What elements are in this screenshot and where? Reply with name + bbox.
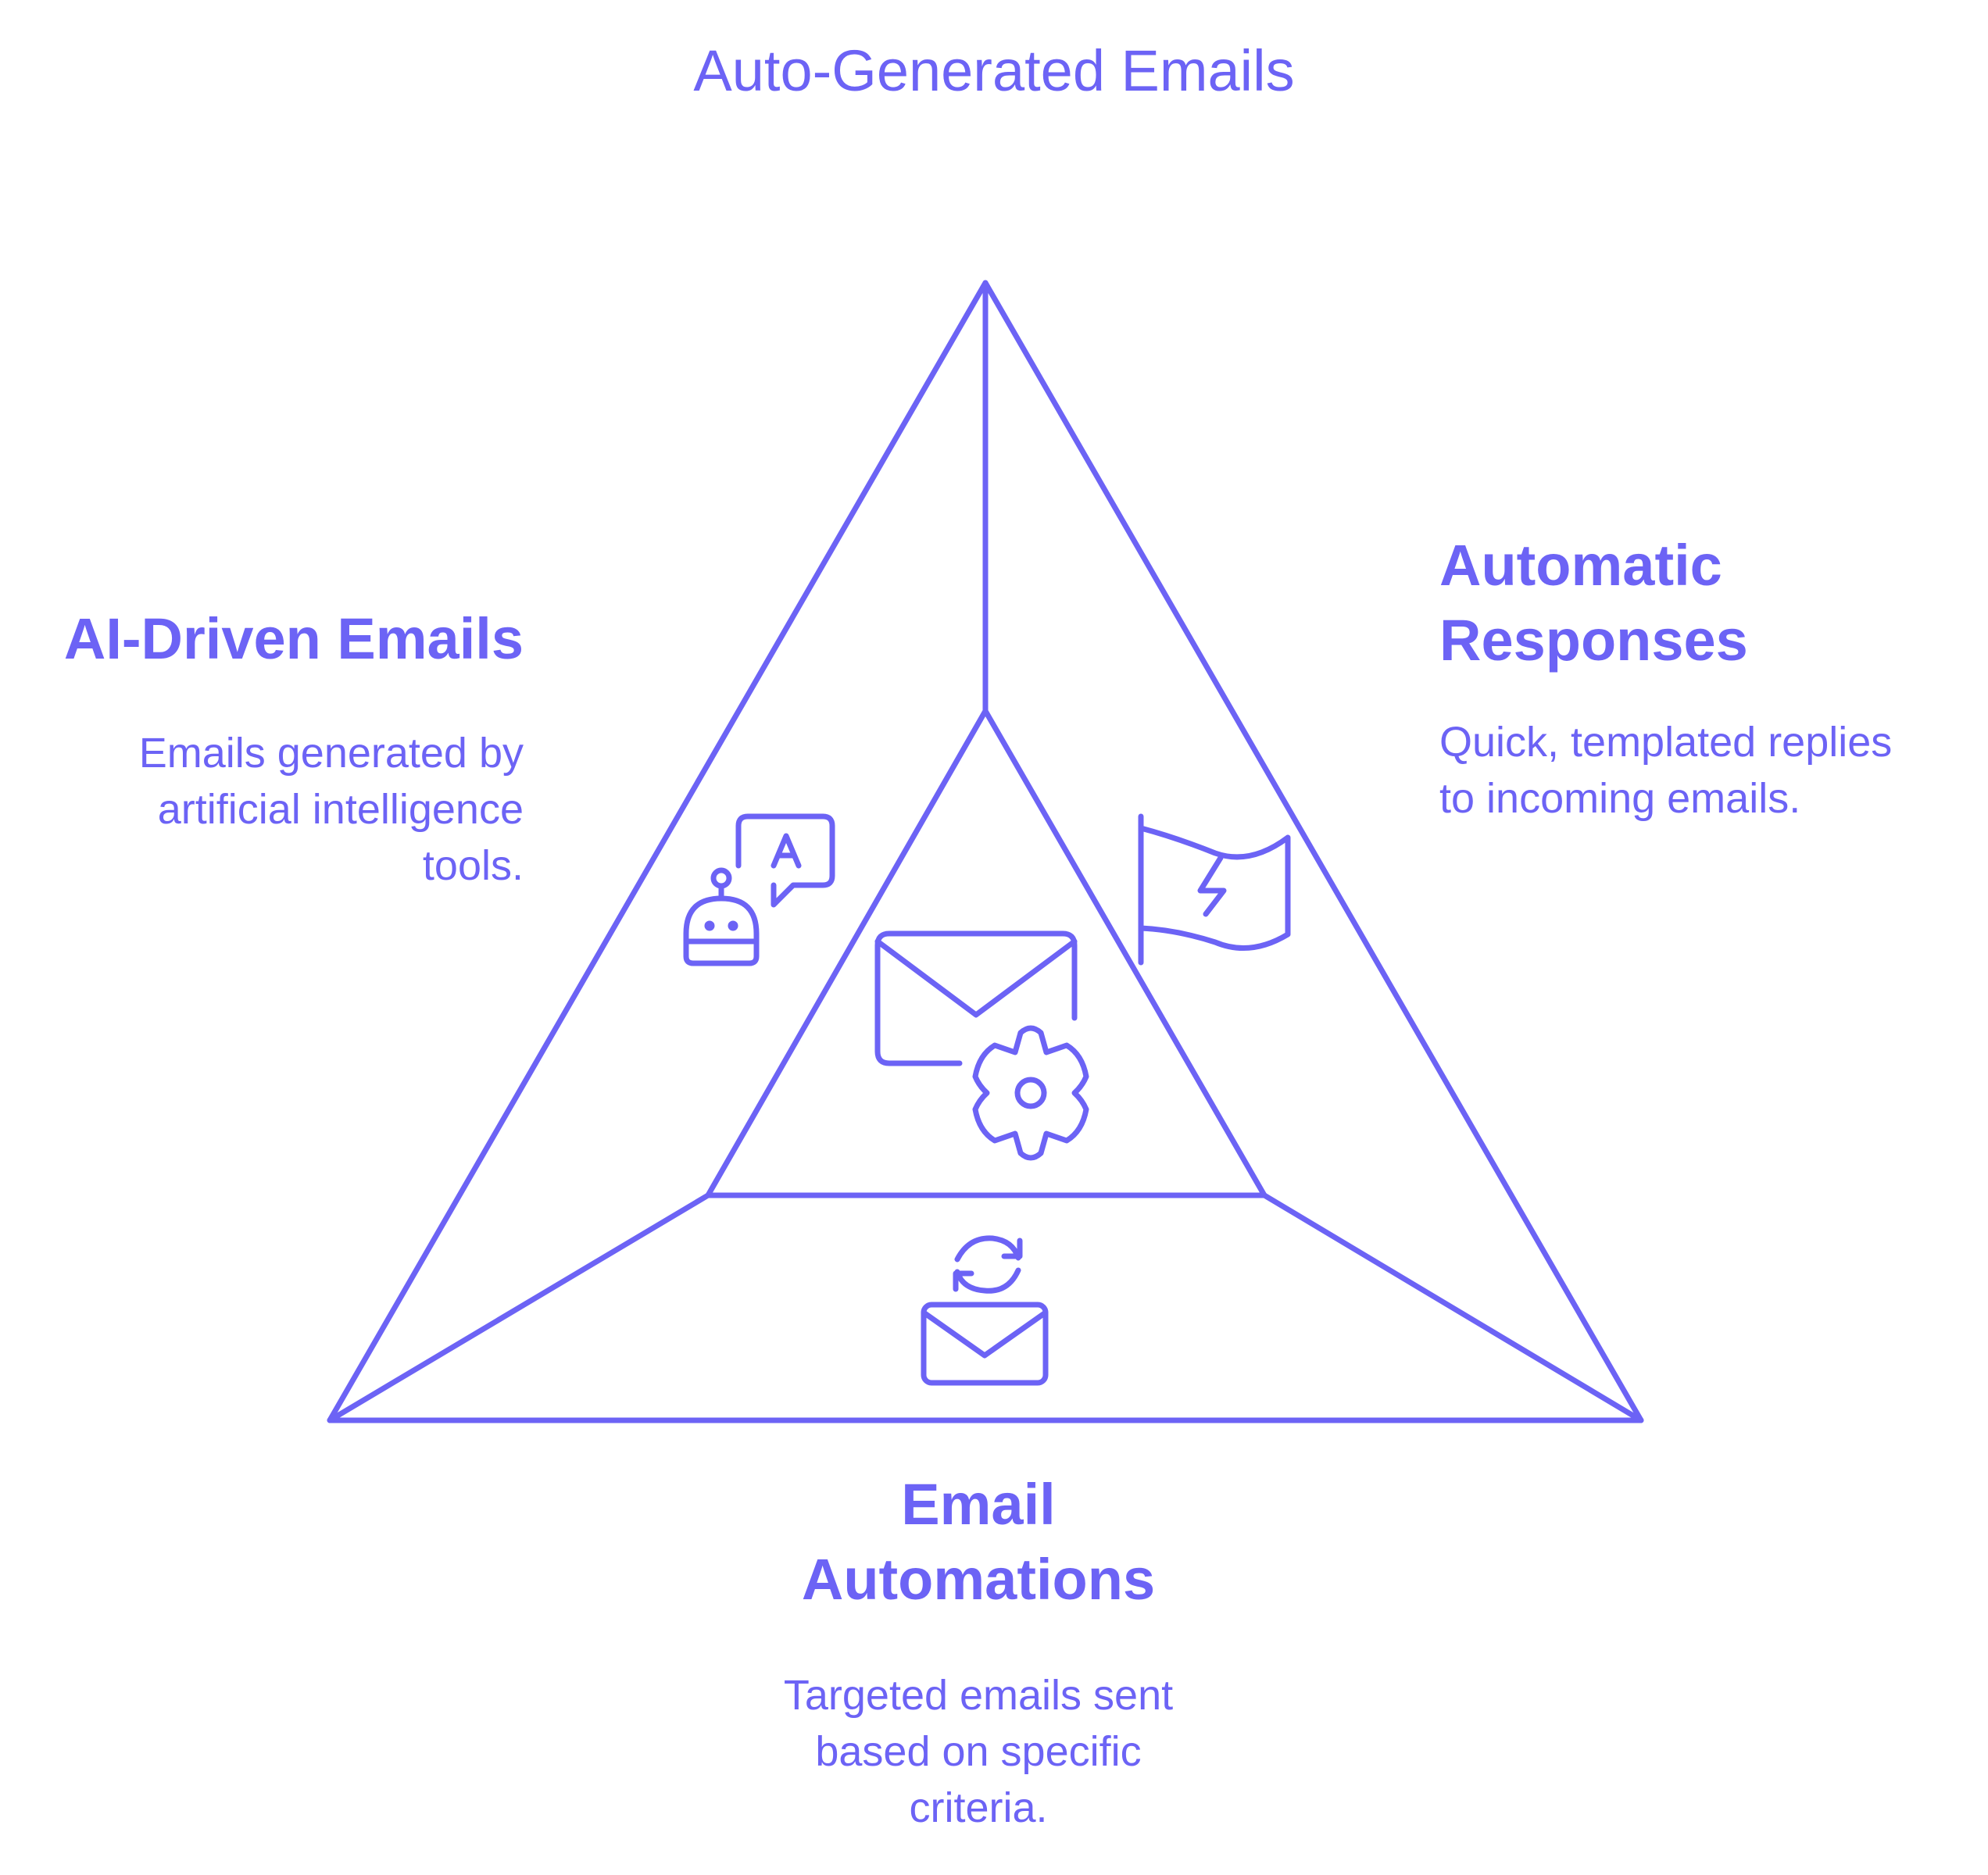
divider-bottom-left (327, 1192, 711, 1423)
email-automations-description: Targeted emails sent based on specific c… (681, 1667, 1275, 1836)
email-automations-heading-line: Email (901, 1472, 1056, 1537)
robot-chat-icon (683, 813, 835, 966)
email-automations-desc-line: Targeted emails sent (783, 1672, 1174, 1719)
email-gear-icon (874, 930, 1089, 1161)
lightning-flag-icon (1138, 813, 1291, 966)
outer-triangle (327, 280, 1644, 1423)
automatic-responses-desc-line: Quick, templated replies (1439, 719, 1893, 766)
automatic-responses-description: Quick, templated replies to incoming ema… (1439, 714, 1971, 827)
automatic-responses-heading-line: Responses (1439, 608, 1748, 673)
ai-driven-desc-line: artificial intelligence (157, 786, 524, 833)
automatic-responses-desc-line: to incoming emails. (1439, 775, 1801, 822)
automatic-responses-heading: Automatic Responses (1439, 528, 1971, 678)
divider-bottom-right (1261, 1192, 1644, 1423)
email-automations-heading-line: Automations (801, 1547, 1156, 1612)
ai-driven-heading: AI-Driven Emails (63, 606, 524, 671)
email-automations-heading: Email Automations (681, 1467, 1275, 1617)
email-automations-desc-line: criteria. (909, 1784, 1048, 1831)
ai-driven-desc-line: Emails generated by (138, 730, 524, 777)
email-automations-desc-line: based on specific (815, 1728, 1142, 1775)
email-refresh-icon (921, 1235, 1049, 1386)
ai-driven-description: Emails generated by artificial intellige… (47, 725, 524, 894)
inner-triangle (705, 708, 1268, 1198)
diagram-title: Auto-Generated Emails (693, 38, 1295, 103)
ai-driven-desc-line: tools. (422, 842, 524, 889)
automatic-responses-heading-line: Automatic (1439, 533, 1722, 598)
